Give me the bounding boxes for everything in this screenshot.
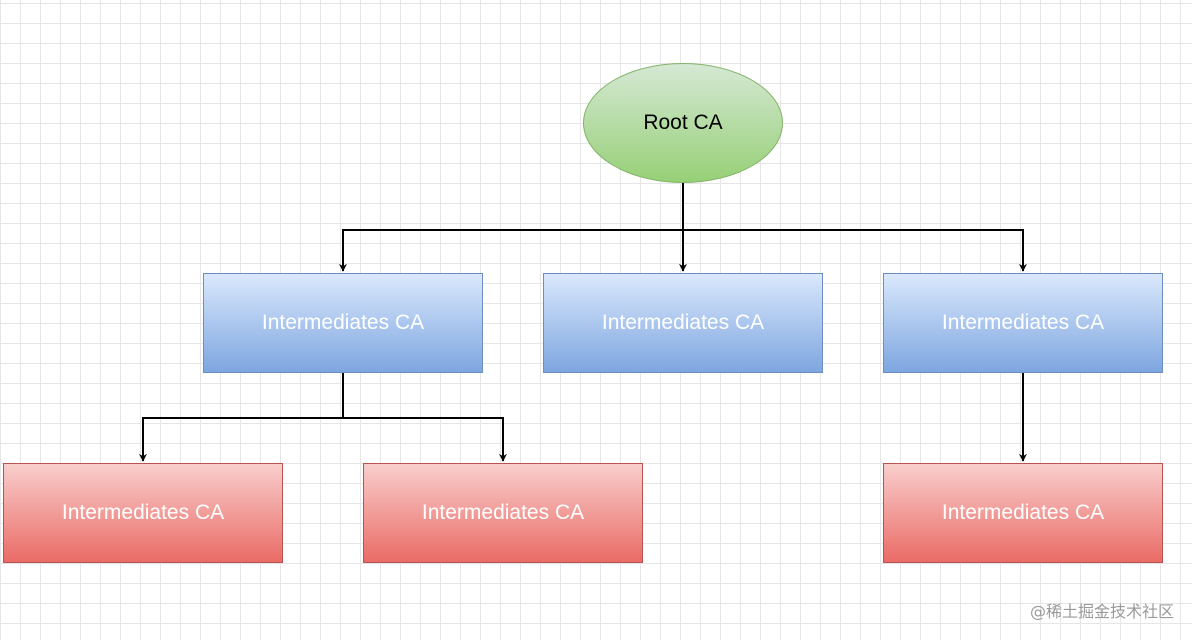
intermediate-ca-node-3[interactable]: Intermediates CA xyxy=(883,273,1163,373)
connector-intermediate-1-to-leaf-2 xyxy=(343,417,507,462)
intermediate-ca-label-2: Intermediates CA xyxy=(601,311,765,334)
leaf-ca-label-2: Intermediates CA xyxy=(421,501,585,524)
leaf-ca-node-2[interactable]: Intermediates CA xyxy=(363,463,643,563)
leaf-ca-label-1: Intermediates CA xyxy=(61,501,225,524)
connector-root-to-intermediate-3 xyxy=(683,229,1027,272)
intermediate-ca-node-2[interactable]: Intermediates CA xyxy=(543,273,823,373)
leaf-ca-node-3[interactable]: Intermediates CA xyxy=(883,463,1163,563)
root-ca-label: Root CA xyxy=(643,111,723,134)
watermark: @稀土掘金技术社区 xyxy=(1029,602,1174,621)
intermediate-ca-label-1: Intermediates CA xyxy=(261,311,425,334)
intermediate-ca-label-3: Intermediates CA xyxy=(941,311,1105,334)
leaf-ca-label-3: Intermediates CA xyxy=(941,501,1105,524)
leaf-ca-node-1[interactable]: Intermediates CA xyxy=(3,463,283,563)
connector-root-to-intermediate-1 xyxy=(339,183,684,272)
connector-intermediate-1-to-leaf-1 xyxy=(139,373,344,462)
root-ca-node[interactable]: Root CA xyxy=(583,63,783,183)
intermediate-ca-node-1[interactable]: Intermediates CA xyxy=(203,273,483,373)
